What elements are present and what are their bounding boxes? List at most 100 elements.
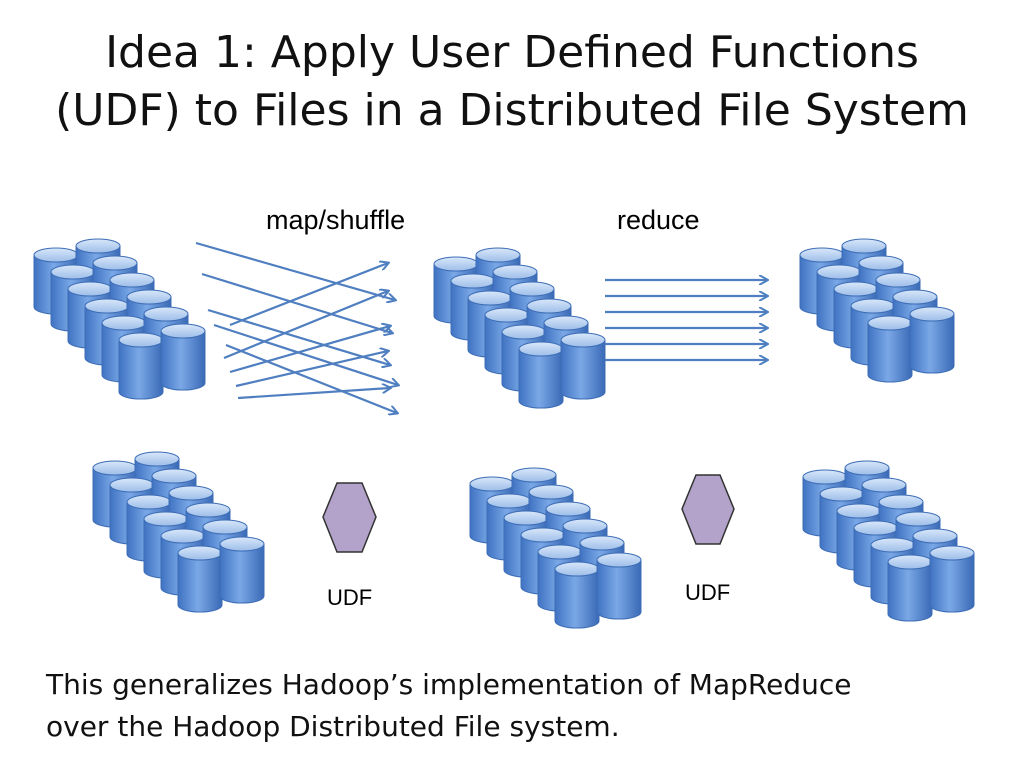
disk-cylinder-top xyxy=(92,460,138,476)
disk-cylinder-top xyxy=(579,535,625,551)
disk-cylinder-top xyxy=(202,519,248,535)
disk-cylinder-top xyxy=(596,552,642,568)
disk-cylinder-top xyxy=(143,306,189,322)
cluster-output-bottom xyxy=(802,460,975,622)
disk-cylinder-top xyxy=(833,281,879,297)
flow-arrow xyxy=(223,291,388,360)
disk-cylinder-top xyxy=(475,247,521,263)
disk-cylinder xyxy=(219,543,265,604)
disk-cylinder-top xyxy=(560,332,606,348)
disk-cylinder-top xyxy=(450,273,496,289)
flow-arrow xyxy=(225,343,397,413)
disk-cylinder-top xyxy=(101,315,147,331)
disk-cylinder-top xyxy=(895,511,941,527)
disk-cylinder-top xyxy=(185,502,231,518)
disk-cylinder-top xyxy=(844,460,890,476)
disk-cylinder-top xyxy=(554,561,600,577)
disk-cylinder-top xyxy=(509,281,555,297)
disk-cylinder-top xyxy=(929,545,975,561)
disk-cylinder xyxy=(560,339,606,400)
disk-cylinder-top xyxy=(861,477,907,493)
disk-cylinder-top xyxy=(126,494,172,510)
disk-cylinder-top xyxy=(67,281,113,297)
flow-arrow xyxy=(235,351,388,388)
disk-cylinder-top xyxy=(84,298,130,314)
disk-cylinder-top xyxy=(858,255,904,271)
disk-cylinder-top xyxy=(836,503,882,519)
disk-cylinder-top xyxy=(168,485,214,501)
disk-cylinder-top xyxy=(853,520,899,536)
disk-cylinder-top xyxy=(887,554,933,570)
disk-cylinder-top xyxy=(816,264,862,280)
disk-cylinder-top xyxy=(469,476,515,492)
disk-cylinder-top xyxy=(75,238,121,254)
disk-cylinder-top xyxy=(867,315,913,331)
disk-cylinder-top xyxy=(878,494,924,510)
disk-cylinder-top xyxy=(92,255,138,271)
disk-cylinder-top xyxy=(518,341,564,357)
disk-cylinder-top xyxy=(143,511,189,527)
title-line-1: Idea 1: Apply User Defined Functions xyxy=(105,27,919,78)
caption-line-1: This generalizes Hadoop’s implementation… xyxy=(46,668,852,701)
disk-cylinder-top xyxy=(545,501,591,517)
disk-cylinder-top xyxy=(109,477,155,493)
disk-cylinder xyxy=(160,330,206,391)
reduce-label: reduce xyxy=(617,205,700,235)
disk-cylinder xyxy=(867,322,913,383)
disk-cylinder-top xyxy=(543,315,589,331)
cluster-input-top xyxy=(33,238,206,400)
disk-cylinder-top xyxy=(503,510,549,526)
reduce-arrows xyxy=(605,280,767,360)
disk-cylinder-top xyxy=(467,290,513,306)
disk-cylinder xyxy=(177,552,223,613)
disk-cylinder-top xyxy=(562,518,608,534)
disk-cylinder-top xyxy=(520,527,566,543)
cluster-input-bottom xyxy=(92,451,265,613)
flow-arrow xyxy=(195,241,395,300)
disk-cylinder-top xyxy=(50,264,96,280)
disk-cylinder-top xyxy=(526,298,572,314)
disk-cylinder-top xyxy=(799,247,845,263)
flow-arrow xyxy=(229,263,388,327)
disk-cylinder-top xyxy=(492,264,538,280)
disk-cylinder-top xyxy=(433,256,479,272)
disk-cylinder xyxy=(596,559,642,620)
disk-cylinder-top xyxy=(219,536,265,552)
disk-cylinder-top xyxy=(484,307,530,323)
cluster-middle-top xyxy=(433,247,606,409)
flow-arrow xyxy=(201,272,392,333)
flow-arrow xyxy=(237,388,390,400)
flow-arrow xyxy=(213,323,398,385)
disk-cylinder-top xyxy=(151,468,197,484)
disk-cylinder-top xyxy=(134,451,180,467)
disk-cylinder xyxy=(929,552,975,613)
disk-cylinder-top xyxy=(892,289,938,305)
disk-cylinder-top xyxy=(501,324,547,340)
disk-cylinder-top xyxy=(486,493,532,509)
disk-cylinder-top xyxy=(537,544,583,560)
caption: This generalizes Hadoop’s implementation… xyxy=(46,664,1006,748)
title-line-2: (UDF) to Files in a Distributed File Sys… xyxy=(55,85,969,136)
disk-cylinder-top xyxy=(875,272,921,288)
disk-cylinder-top xyxy=(177,545,223,561)
disk-cylinder-top xyxy=(118,332,164,348)
disk-cylinder-top xyxy=(912,528,958,544)
flow-arrow xyxy=(229,326,390,374)
udf-hexagon-1 xyxy=(322,482,377,553)
slide-title: Idea 1: Apply User Defined Functions (UD… xyxy=(0,24,1024,140)
udf-hexagon-2 xyxy=(681,474,735,545)
disk-cylinder-top xyxy=(109,272,155,288)
disk-cylinder-top xyxy=(850,298,896,314)
cluster-output-top xyxy=(799,238,955,383)
map-shuffle-arrows xyxy=(195,241,398,413)
disk-cylinder xyxy=(118,339,164,400)
udf-label-2: UDF xyxy=(685,580,731,605)
disk-cylinder xyxy=(518,348,564,409)
disk-cylinder-top xyxy=(909,306,955,322)
disk-cylinder-top xyxy=(160,323,206,339)
disk-cylinder xyxy=(554,568,600,629)
disk-cylinder-top xyxy=(870,537,916,553)
map-shuffle-label: map/shuffle xyxy=(266,205,406,235)
disk-cylinder xyxy=(909,313,955,374)
